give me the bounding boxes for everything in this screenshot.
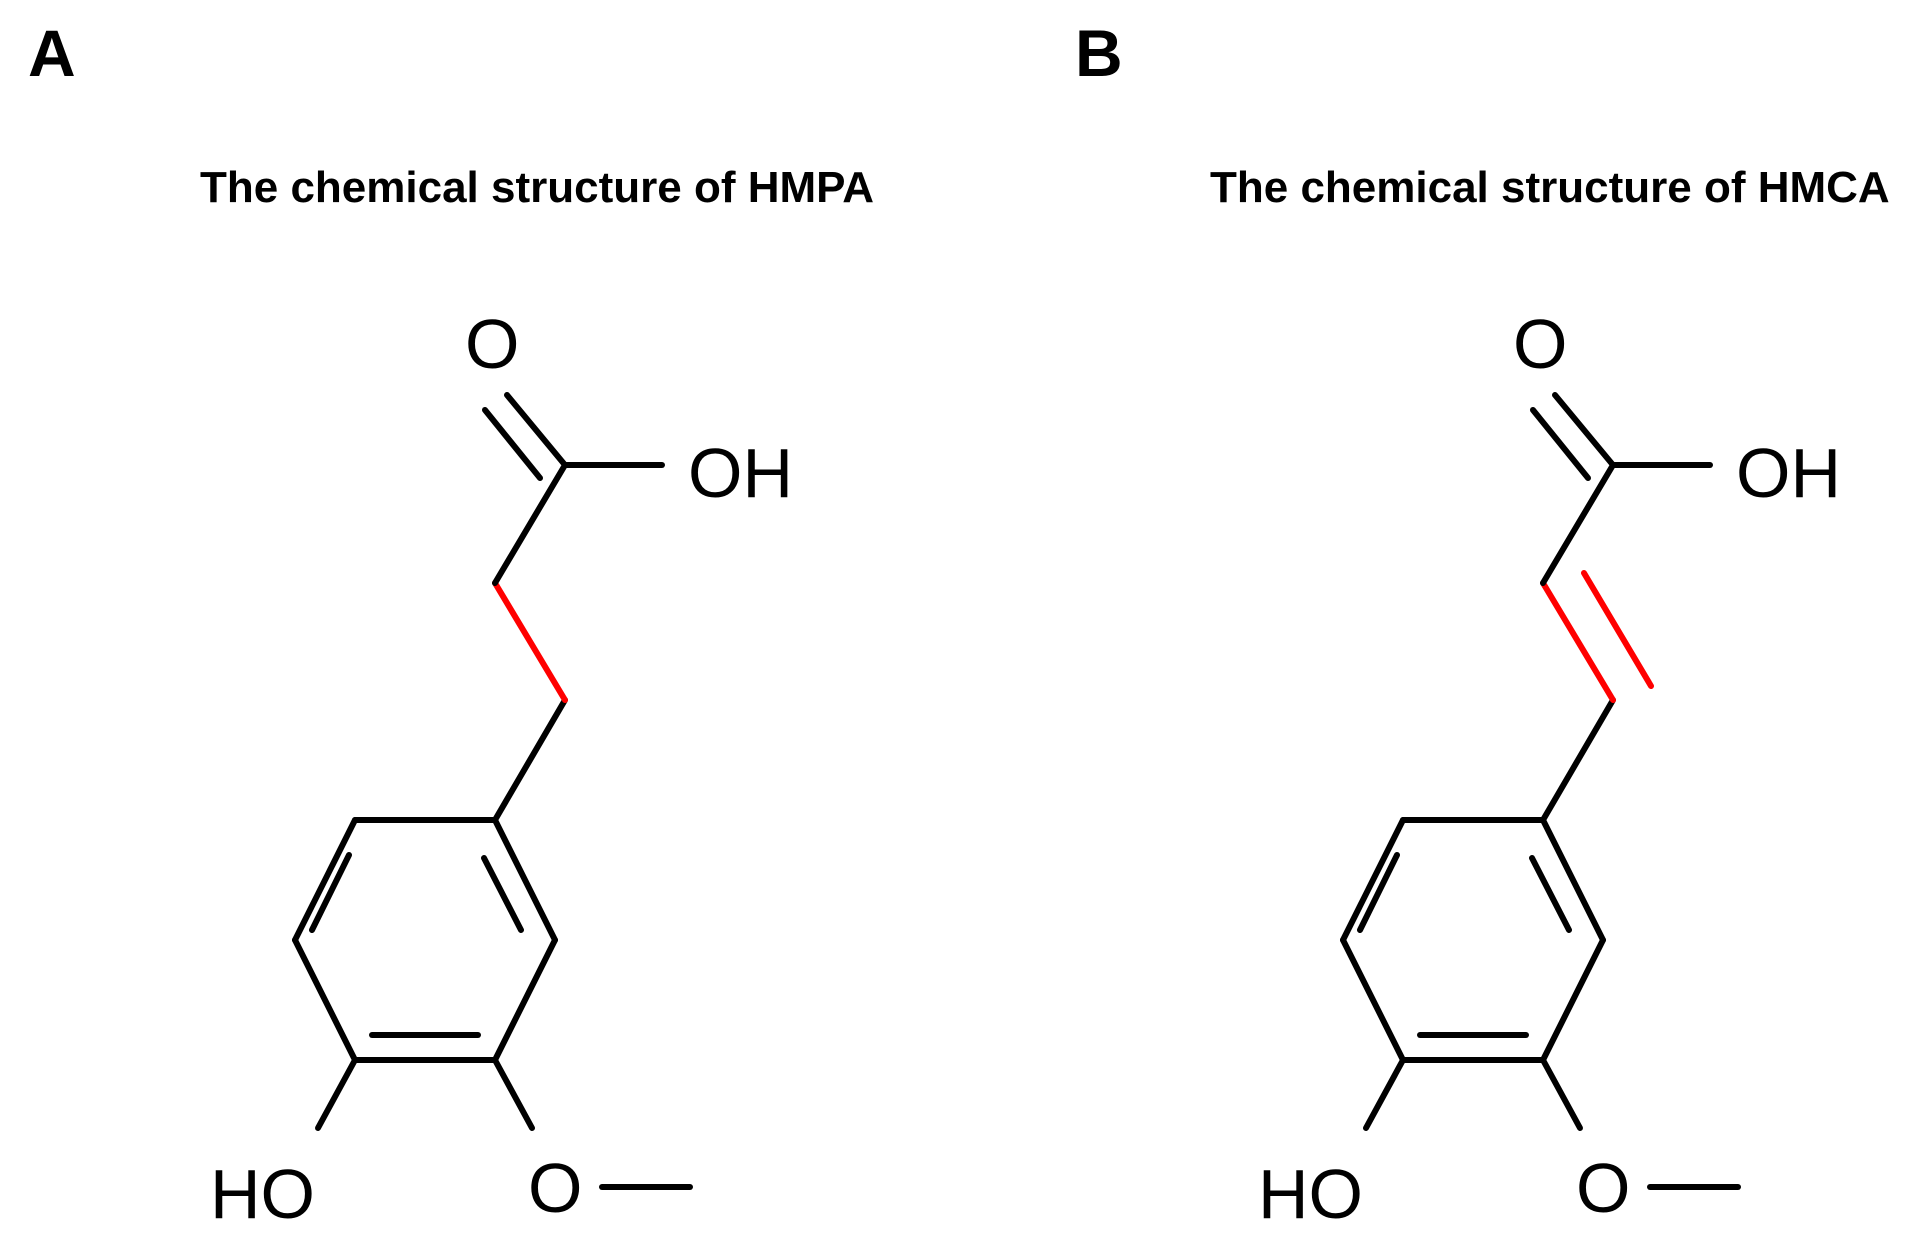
chain-bond <box>1540 697 1616 823</box>
phenol-label: HO <box>210 1155 315 1233</box>
ring-bond <box>1340 937 1406 1063</box>
carbonyl-oxygen-label: O <box>1513 305 1567 383</box>
ring-bond <box>1540 817 1606 943</box>
carbonyl-oxygen-label: O <box>465 305 519 383</box>
ring-inner-bond <box>1357 852 1400 933</box>
methoxy-oxygen-label: O <box>1576 1149 1630 1227</box>
carbonyl-bond <box>482 407 543 481</box>
methoxy-bond <box>492 1057 535 1131</box>
highlight-single-bond <box>492 580 568 703</box>
ring-bond <box>492 937 558 1063</box>
hydroxyl-label: OH <box>688 434 793 512</box>
molecule-structure: O OH HO O <box>1258 305 1841 1233</box>
phenol-label: HO <box>1258 1155 1363 1233</box>
ring-bond <box>1340 817 1406 943</box>
ring-bond <box>492 817 558 943</box>
panel-b: B The chemical structure of HMCA O OH HO O <box>963 0 1926 1236</box>
carbonyl-bond <box>504 392 568 468</box>
panel-title: The chemical structure of HMCA <box>1210 163 1890 212</box>
phenol-bond <box>1363 1057 1406 1131</box>
panel-letter: A <box>28 16 76 90</box>
ring-bond <box>1540 937 1606 1063</box>
ring-inner-bond <box>1529 855 1572 933</box>
highlight-double-bond <box>1581 570 1654 689</box>
hydroxyl-label: OH <box>1736 434 1841 512</box>
ring-bond <box>292 937 358 1063</box>
highlight-double-bond <box>1540 580 1616 703</box>
methoxy-bond <box>1540 1057 1583 1131</box>
ring-bond <box>292 817 358 943</box>
ring-inner-bond <box>481 855 524 933</box>
panel-a: A The chemical structure of HMPA O OH HO O <box>28 16 874 1233</box>
panel-title: The chemical structure of HMPA <box>200 163 874 212</box>
panel-letter: B <box>1075 16 1123 90</box>
carbonyl-bond <box>1530 407 1591 481</box>
chain-bond <box>492 462 568 586</box>
phenol-bond <box>315 1057 358 1131</box>
ring-inner-bond <box>309 852 352 933</box>
chain-bond <box>492 697 568 823</box>
chain-bond <box>1540 462 1616 586</box>
methoxy-oxygen-label: O <box>528 1149 582 1227</box>
carbonyl-bond <box>1552 392 1616 468</box>
molecule-structure: O OH HO O <box>210 305 793 1233</box>
